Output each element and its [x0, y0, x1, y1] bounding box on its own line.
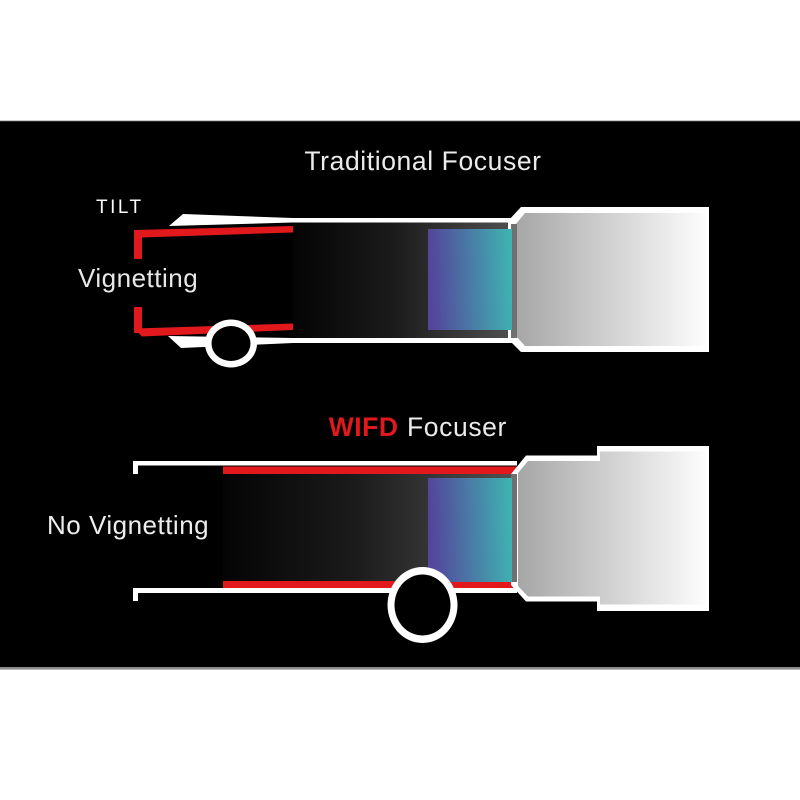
tilt-marker-top-left	[134, 230, 142, 259]
wifd-drawtube-top	[223, 466, 517, 474]
wifd-sensor	[428, 478, 512, 582]
tilt-label: TILT	[96, 197, 144, 218]
no-vignetting-label: No Vignetting	[47, 510, 209, 540]
wifd-title-brand: WIFD	[329, 412, 399, 442]
tilted-drawtube-top	[134, 226, 293, 238]
wifd-tube-top-edge	[133, 461, 517, 466]
wifd-telescope-body	[518, 451, 706, 605]
trad-sensor-gap	[511, 224, 517, 338]
wifd-sensor-gap	[511, 474, 517, 582]
trad-telescope-body	[516, 213, 706, 346]
wifd-tube-bottom-edge	[133, 588, 517, 593]
vignetting-label: Vignetting	[78, 263, 198, 293]
tilt-marker-bottom-left	[134, 307, 142, 333]
wifd-knob	[394, 574, 451, 636]
wifd-diagram: WIFD Focuser No Vignetting	[47, 412, 709, 643]
wifd-title-suffix: Focuser	[407, 412, 507, 442]
trad-tube-top-edge	[291, 218, 517, 223]
trad-tube-bottom-edge	[291, 338, 517, 343]
traditional-diagram: Traditional Focuser TILT Vignetting	[78, 146, 709, 368]
wifd-tube-top-cap	[133, 461, 138, 474]
trad-knob	[211, 326, 251, 361]
traditional-title: Traditional Focuser	[304, 146, 541, 176]
wifd-tube-bottom-cap	[133, 588, 138, 601]
panel-bottom-border	[0, 667, 800, 670]
panel-top-border	[0, 120, 800, 122]
wifd-drawtube-bottom	[223, 581, 517, 588]
trad-sensor	[428, 229, 512, 330]
trad-drawtube-front-top	[169, 214, 293, 226]
